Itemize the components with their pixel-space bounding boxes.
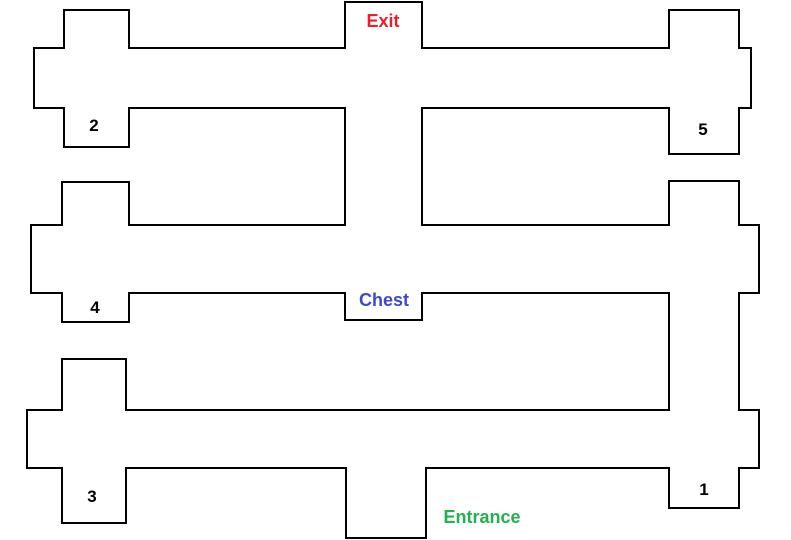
entrance-label: Entrance bbox=[443, 507, 520, 527]
room-2-label: 2 bbox=[89, 116, 98, 135]
middle-corridor-right-wall bbox=[421, 180, 760, 509]
room-4-label: 4 bbox=[90, 298, 100, 317]
top-corridor-upper-wall bbox=[33, 1, 752, 226]
room-1-label: 1 bbox=[699, 480, 708, 499]
room-3-label: 3 bbox=[87, 487, 96, 506]
room-5-label: 5 bbox=[698, 120, 707, 139]
bottom-corridor-walls bbox=[26, 358, 670, 539]
chest-label: Chest bbox=[359, 290, 409, 310]
exit-label: Exit bbox=[366, 11, 399, 31]
top-corridor-left-wall bbox=[33, 47, 346, 226]
middle-corridor-upper-wall bbox=[30, 181, 670, 411]
